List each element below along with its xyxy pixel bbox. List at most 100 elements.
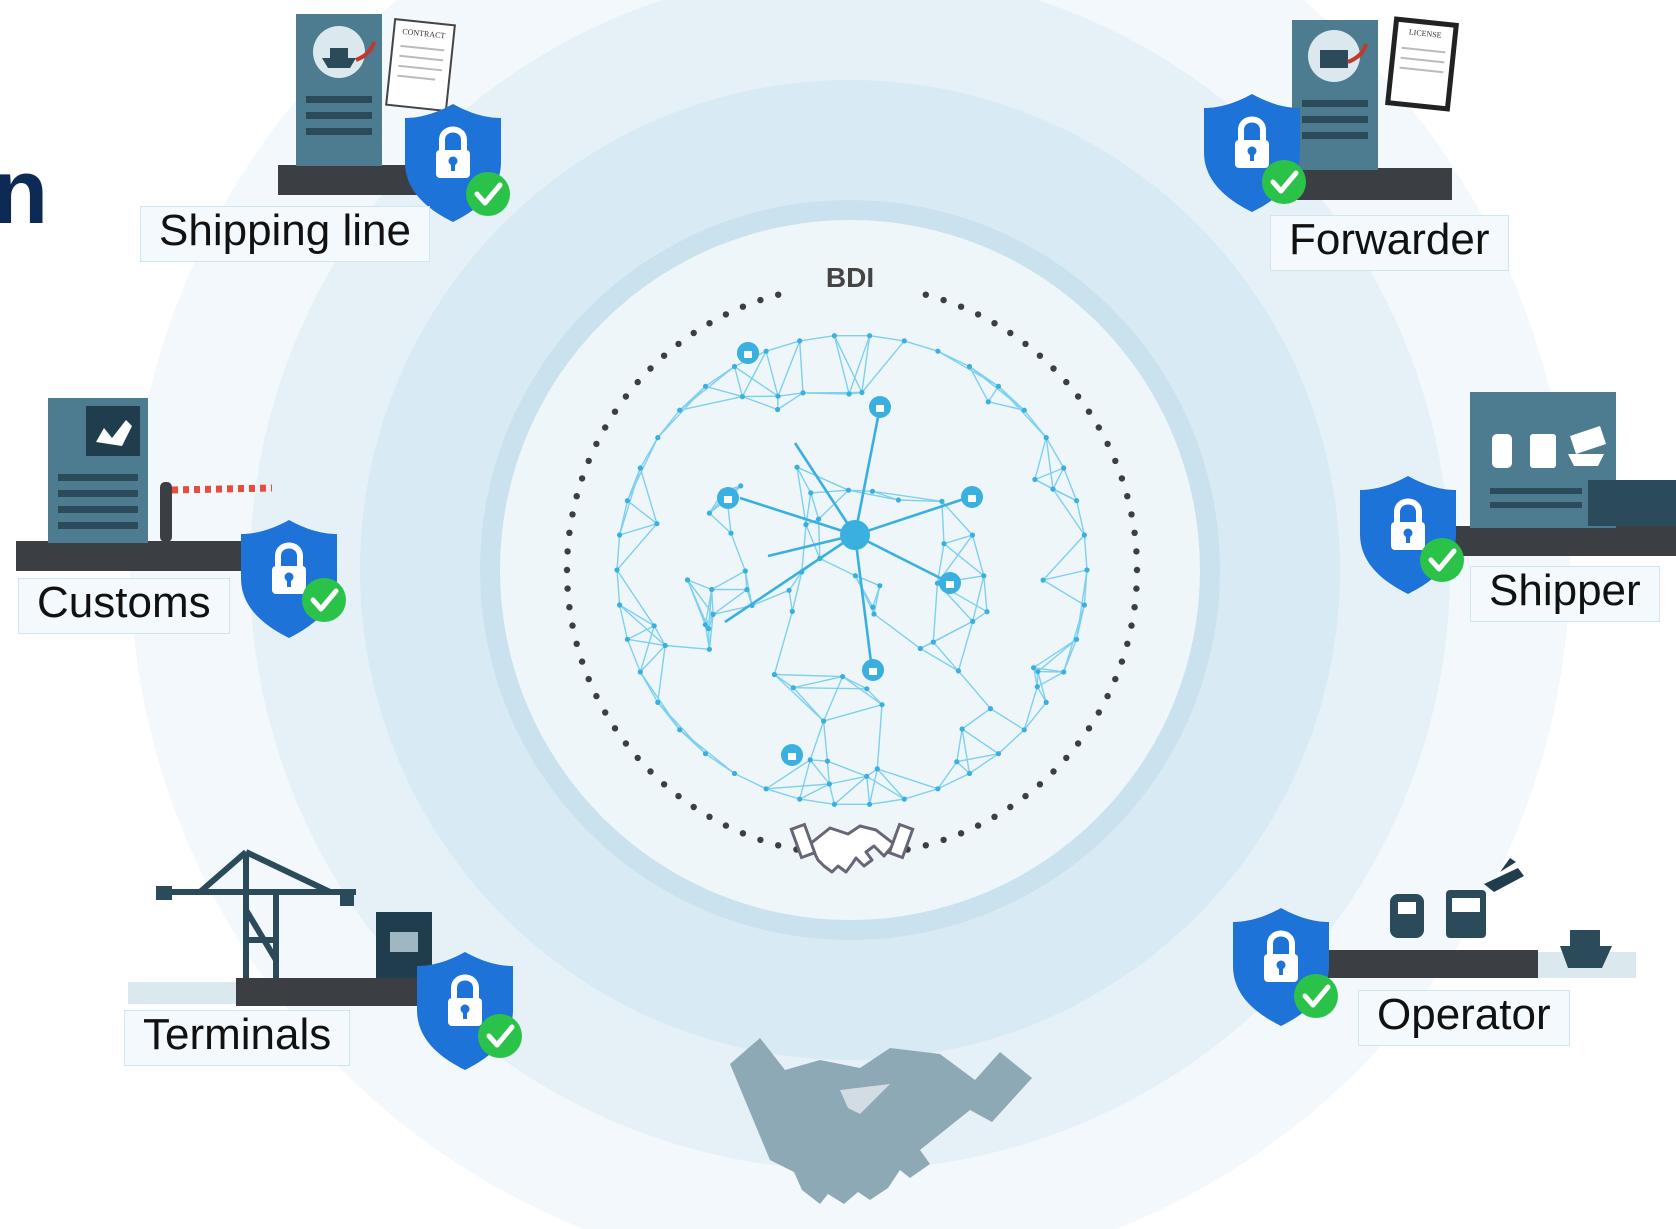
network-node: [1034, 684, 1040, 690]
ring-dot: [675, 340, 682, 348]
network-link: [877, 768, 939, 790]
network-link: [746, 589, 753, 606]
ring-dot: [690, 329, 697, 337]
ring-dot: [1112, 457, 1119, 465]
core-disc: [500, 220, 1200, 920]
network-link: [619, 523, 658, 536]
ring-dot: [974, 822, 982, 829]
network-link: [827, 760, 867, 777]
network-link: [861, 340, 905, 393]
ring-dot: [922, 291, 929, 298]
network-node: [1081, 532, 1087, 538]
ring-dot: [1050, 768, 1057, 775]
network-node: [706, 510, 713, 516]
network-node: [742, 568, 748, 574]
network-link: [961, 708, 991, 730]
network-node: [655, 435, 661, 441]
network-link: [810, 492, 820, 520]
ring-dot: [578, 475, 586, 482]
network-node: [803, 522, 809, 528]
network-link: [810, 759, 828, 762]
network-link: [1052, 467, 1065, 490]
network-link: [872, 490, 899, 501]
network-node: [901, 338, 907, 344]
network-link: [809, 759, 830, 785]
network-link: [1033, 667, 1064, 673]
network-link: [969, 753, 999, 775]
network-link: [819, 557, 856, 577]
ring-dot: [566, 529, 573, 536]
network-node: [1032, 476, 1038, 483]
network-link: [829, 775, 867, 785]
network-link: [833, 775, 868, 805]
ring-dot: [1104, 440, 1111, 448]
ring-dot: [775, 291, 782, 298]
network-link: [796, 467, 807, 525]
network-link: [809, 720, 825, 761]
ring-dot: [1007, 329, 1014, 337]
network-link: [1063, 604, 1086, 673]
ring-dot: [1050, 365, 1057, 372]
network-node: [969, 532, 976, 538]
network-link: [679, 365, 735, 411]
network-node: [1040, 577, 1046, 583]
shipper-illustration: [1360, 392, 1676, 594]
network-node: [702, 383, 709, 389]
network-node: [970, 618, 976, 625]
network-main-link: [793, 442, 857, 536]
network-node: [786, 587, 792, 593]
network-node: [662, 642, 668, 649]
network-node: [624, 636, 631, 642]
network-link: [793, 687, 867, 690]
label-operator: Operator: [1358, 990, 1570, 1046]
network-link: [869, 335, 905, 342]
network-node: [731, 770, 738, 777]
network-link: [956, 728, 963, 762]
network-link: [708, 512, 732, 534]
network-node: [1084, 567, 1090, 573]
network-node: [1081, 602, 1087, 608]
network-node: [624, 498, 631, 504]
license-document-icon: LICENSE: [1385, 16, 1459, 112]
network-link: [937, 772, 970, 790]
network-link: [872, 585, 881, 608]
network-node: [864, 686, 870, 692]
label-shipping-line: Shipping line: [140, 206, 430, 262]
network-link: [765, 351, 779, 397]
network-link: [1063, 639, 1078, 673]
network-node: [1021, 727, 1027, 733]
network-link: [968, 366, 989, 403]
network-link: [1075, 569, 1088, 640]
network-link: [619, 604, 655, 627]
network-link: [983, 575, 988, 612]
network-link: [1034, 467, 1064, 481]
network-link: [818, 489, 849, 520]
ring-dot: [1133, 548, 1140, 555]
ring-dot: [1074, 393, 1082, 400]
network-node: [1061, 669, 1067, 675]
network-link: [765, 340, 800, 352]
network-link: [1042, 534, 1085, 581]
ring-dot: [957, 830, 965, 837]
network-node: [930, 639, 936, 645]
lock-node-icon: [781, 744, 803, 766]
network-node: [731, 363, 738, 370]
network-link: [805, 524, 821, 559]
network-link: [751, 589, 790, 607]
terminals-illustration: [128, 849, 522, 1070]
network-link: [904, 340, 939, 352]
network-link: [796, 466, 812, 494]
network-link: [1075, 500, 1086, 536]
network-node: [939, 498, 945, 504]
network-node: [800, 390, 806, 396]
network-node: [794, 464, 800, 470]
network-link: [872, 490, 943, 503]
label-terminals: Terminals: [124, 1010, 351, 1066]
network-link: [657, 645, 666, 703]
forwarder-illustration: LICENSE: [1204, 16, 1459, 212]
ring-dot: [706, 320, 713, 327]
network-node: [901, 796, 907, 802]
network-link: [705, 385, 743, 398]
ring-dot: [690, 803, 697, 811]
ring-dot: [922, 842, 929, 849]
